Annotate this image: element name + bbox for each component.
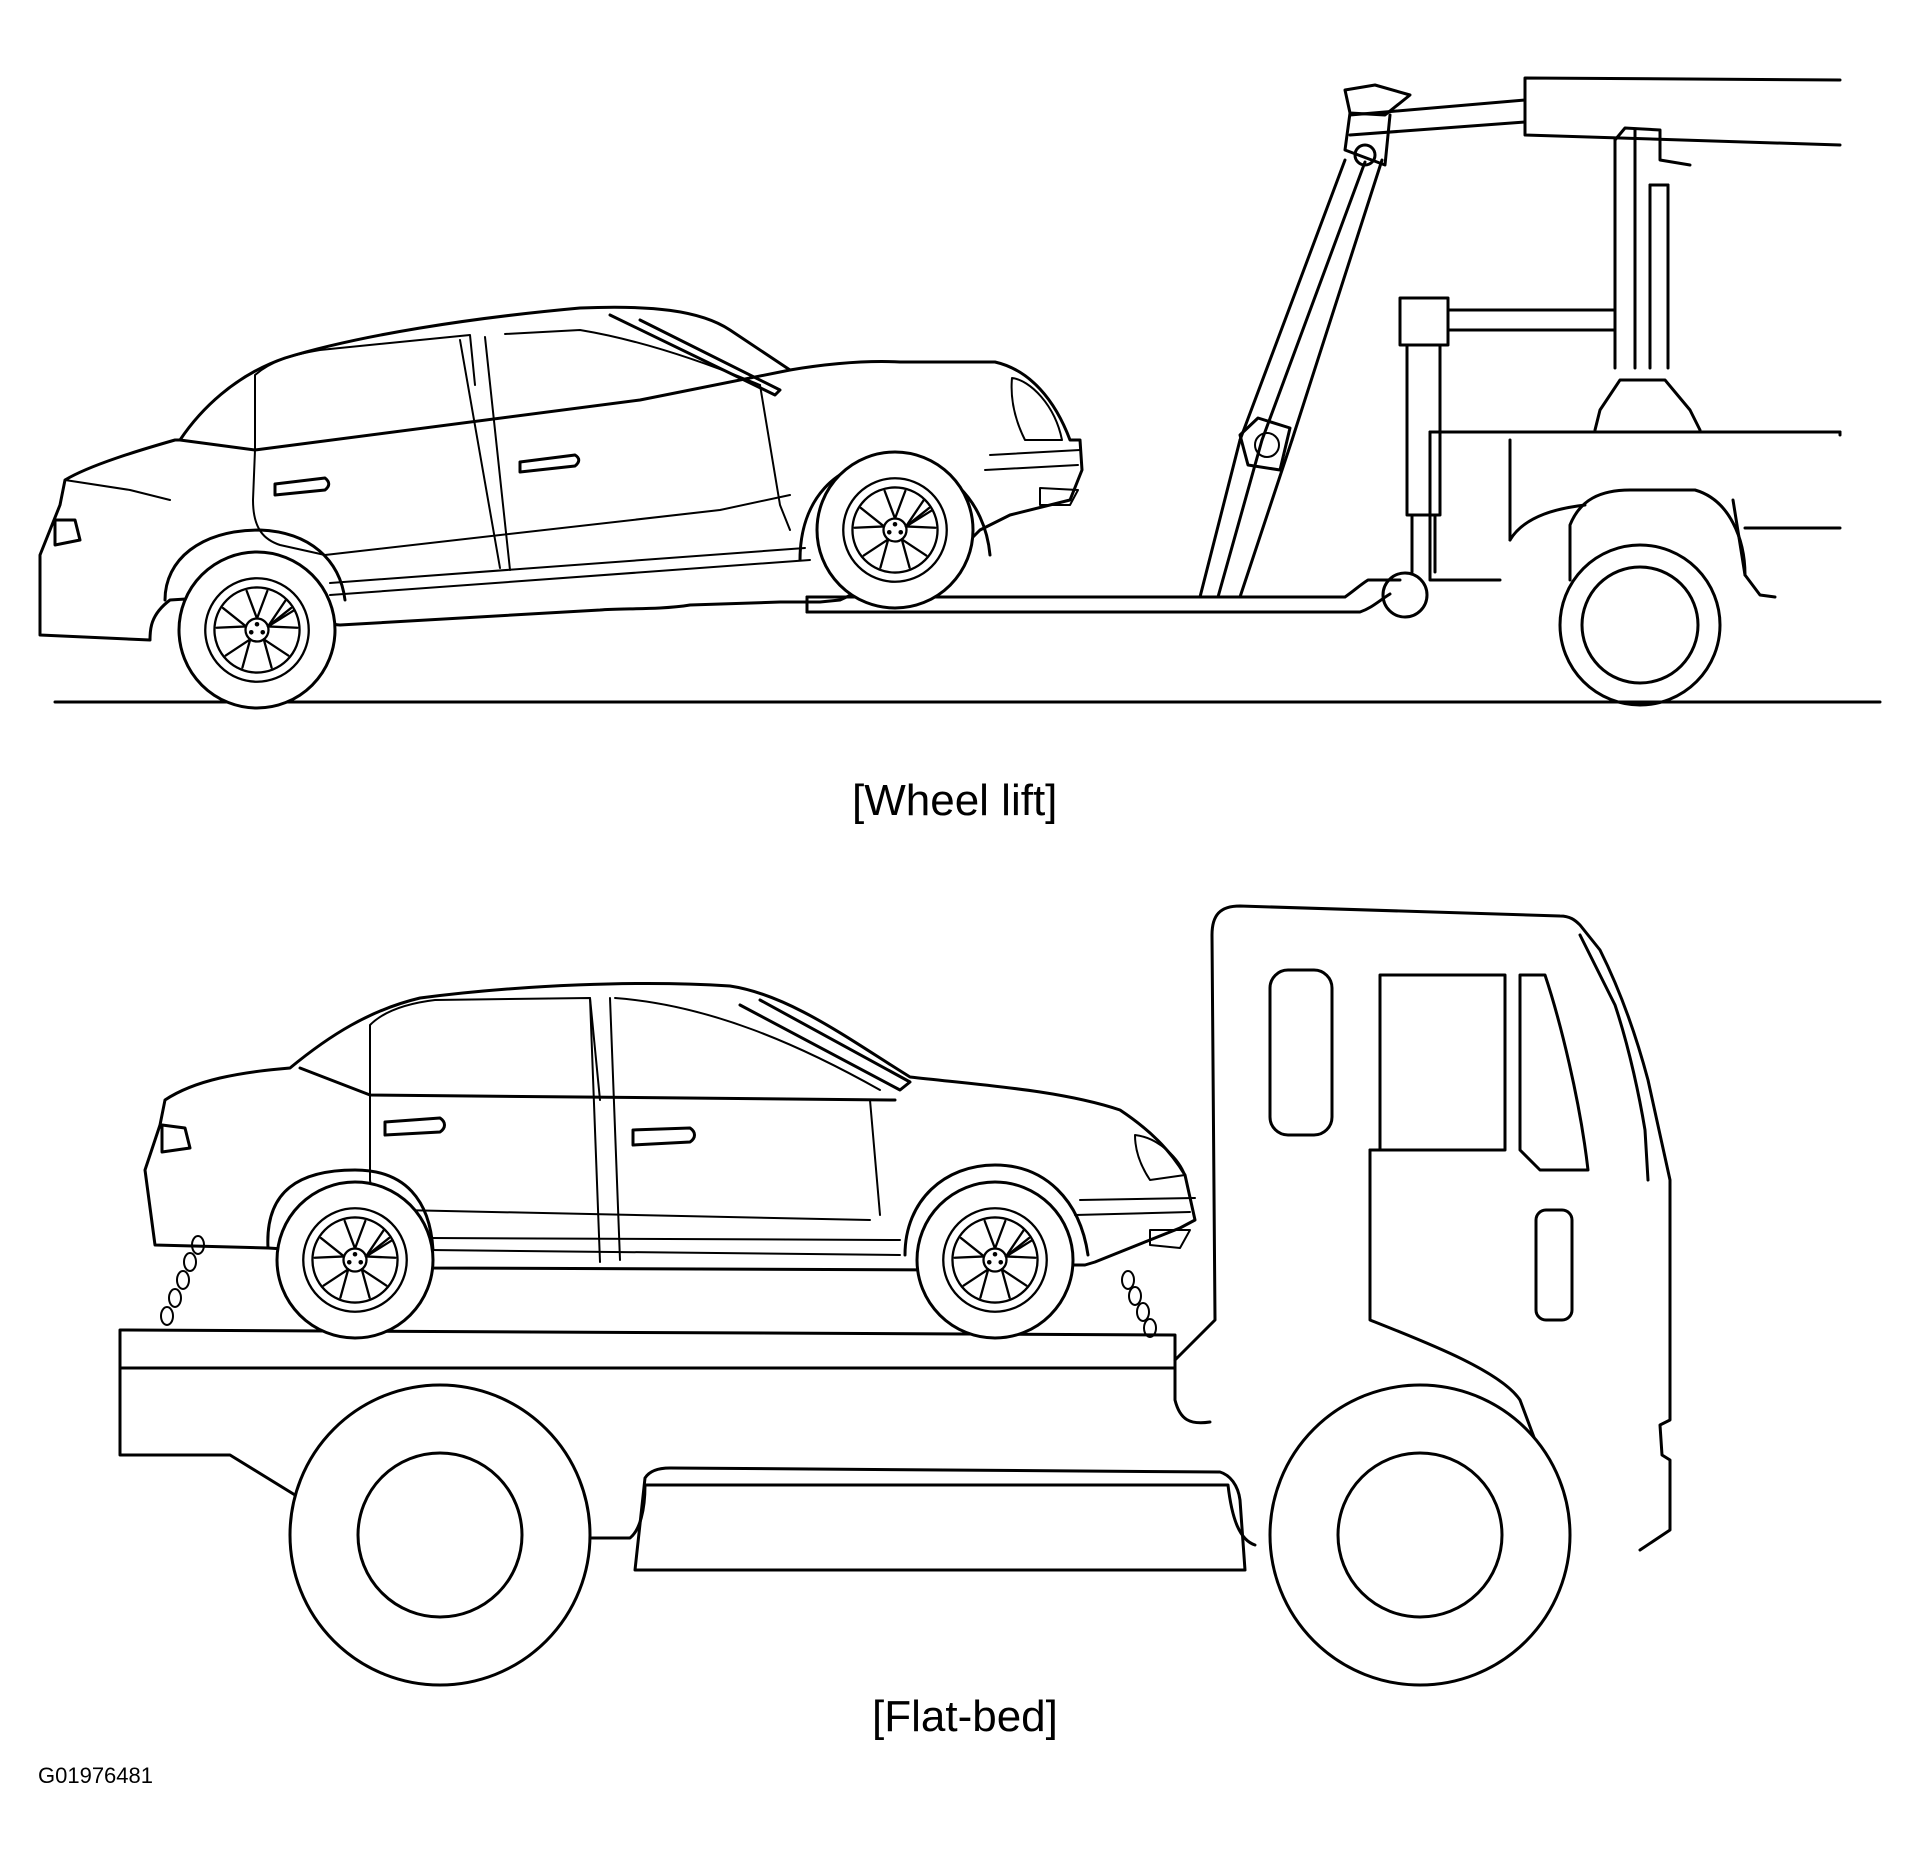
towed-car-wheel-lift <box>38 305 1084 710</box>
wheel-lift-illustration <box>38 76 1882 710</box>
flat-bed-caption: [Flat-bed] <box>872 1692 1058 1741</box>
figure-code: G01976481 <box>38 1763 153 1788</box>
wheel-lift-caption: [Wheel lift] <box>852 776 1058 825</box>
flat-bed-illustration <box>118 904 1672 1687</box>
flat-bed-truck <box>118 904 1672 1687</box>
car-on-flat-bed <box>143 981 1197 1340</box>
tow-truck <box>805 76 1842 707</box>
